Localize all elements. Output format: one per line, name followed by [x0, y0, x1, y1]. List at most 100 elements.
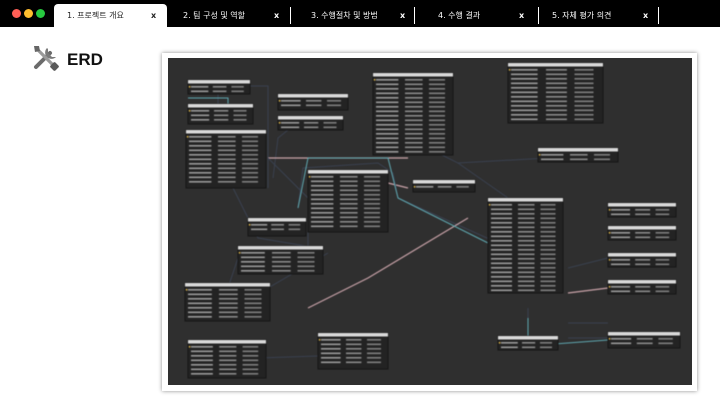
- erd-column-type: [340, 225, 358, 228]
- window-maximize-button[interactable]: [36, 9, 45, 18]
- erd-column-name: [241, 261, 265, 263]
- erd-column-name: [321, 357, 341, 359]
- tab-project-overview[interactable]: 1. 프로젝트 개요 x: [54, 4, 167, 27]
- erd-column-type: [518, 244, 535, 247]
- erd-column-attr: [655, 290, 670, 293]
- erd-column-attr: [540, 235, 556, 238]
- erd-key-icon: [188, 109, 191, 112]
- erd-column-attr: [540, 208, 556, 211]
- erd-column-attr: [327, 100, 341, 102]
- erd-column-name: [511, 118, 538, 121]
- erd-column-type: [340, 212, 358, 214]
- erd-column-name: [611, 232, 631, 234]
- tab-close-icon[interactable]: x: [643, 11, 649, 20]
- erd-table-header: [278, 116, 343, 120]
- erd-column-name: [376, 142, 399, 144]
- erd-column-name: [311, 194, 334, 196]
- tab-self-evaluation[interactable]: 5. 자체 평가 의견 x: [539, 4, 659, 27]
- erd-column-attr: [574, 118, 594, 121]
- erd-column-name: [281, 122, 300, 124]
- tab-close-icon[interactable]: x: [151, 11, 157, 20]
- erd-column-attr: [540, 276, 556, 278]
- erd-column-attr: [540, 231, 556, 233]
- erd-column-name: [188, 316, 212, 318]
- erd-column-attr: [364, 225, 380, 228]
- erd-column-type: [546, 82, 567, 85]
- erd-column-name: [491, 217, 512, 220]
- erd-column-type: [635, 236, 651, 239]
- erd-key-icon: [308, 175, 311, 178]
- erd-column-attr: [574, 100, 594, 103]
- erd-column-name: [611, 236, 631, 239]
- erd-column-attr: [242, 140, 258, 143]
- erd-column-name: [491, 222, 512, 224]
- tab-close-icon[interactable]: x: [400, 11, 406, 20]
- erd-column-type: [635, 259, 651, 261]
- erd-column-name: [311, 185, 334, 187]
- erd-column-type: [214, 114, 229, 117]
- erd-column-type: [635, 286, 651, 288]
- tab-close-icon[interactable]: x: [519, 11, 525, 20]
- erd-column-attr: [429, 119, 445, 122]
- window-close-button[interactable]: [12, 9, 21, 18]
- erd-column-attr: [574, 109, 594, 112]
- erd-column-type: [546, 73, 567, 76]
- erd-column-name: [191, 350, 213, 353]
- erd-column-attr: [233, 110, 247, 112]
- erd-column-name: [541, 154, 564, 156]
- erd-column-attr: [540, 249, 556, 251]
- erd-column-type: [218, 181, 236, 183]
- erd-column-name: [311, 180, 334, 183]
- erd-column-type: [212, 86, 227, 88]
- erd-column-name: [241, 252, 265, 254]
- section-title: ERD: [67, 50, 103, 69]
- erd-column-type: [219, 316, 238, 318]
- erd-column-type: [218, 176, 236, 179]
- erd-column-type: [437, 186, 452, 188]
- erd-column-type: [272, 270, 291, 272]
- erd-column-type: [635, 290, 651, 293]
- erd-column-name: [511, 87, 538, 89]
- erd-column-name: [491, 280, 512, 283]
- erd-table-header: [185, 283, 270, 287]
- erd-column-name: [491, 240, 512, 242]
- erd-column-attr: [540, 271, 556, 274]
- erd-column-name: [611, 263, 631, 266]
- erd-column-name: [491, 204, 512, 206]
- erd-column-name: [491, 213, 512, 215]
- erd-key-icon: [488, 203, 491, 206]
- erd-column-type: [272, 265, 291, 268]
- erd-column-type: [219, 355, 237, 357]
- erd-column-attr: [242, 163, 258, 165]
- tab-results[interactable]: 4. 수행 결과 x: [425, 4, 539, 27]
- erd-column-type: [405, 106, 423, 108]
- erd-column-name: [321, 361, 341, 364]
- erd-column-type: [218, 172, 236, 174]
- erd-table-header: [186, 130, 266, 134]
- erd-column-attr: [323, 126, 337, 129]
- window-minimize-button[interactable]: [24, 9, 33, 18]
- erd-column-type: [405, 88, 423, 90]
- erd-column-name: [491, 208, 512, 211]
- erd-column-type: [522, 342, 536, 344]
- erd-column-type: [340, 176, 358, 178]
- erd-column-type: [219, 311, 238, 314]
- erd-key-icon: [413, 185, 416, 188]
- erd-column-type: [405, 79, 423, 81]
- erd-column-type: [405, 92, 423, 95]
- tab-procedure-method[interactable]: 3. 수행절차 및 방법 x: [298, 4, 415, 27]
- erd-column-name: [511, 73, 538, 76]
- erd-column-type: [219, 346, 237, 348]
- erd-relation-line: [257, 355, 319, 359]
- tab-close-icon[interactable]: x: [274, 11, 280, 20]
- erd-column-attr: [327, 104, 341, 107]
- erd-key-icon: [608, 258, 611, 261]
- erd-key-icon: [318, 338, 321, 341]
- erd-column-type: [518, 208, 535, 211]
- erd-column-attr: [288, 228, 301, 231]
- erd-column-type: [546, 100, 567, 103]
- erd-column-attr: [244, 307, 262, 309]
- tab-team-roles[interactable]: 2. 팀 구성 및 역할 x: [170, 4, 291, 27]
- erd-column-attr: [540, 222, 556, 224]
- erd-column-attr: [297, 265, 315, 268]
